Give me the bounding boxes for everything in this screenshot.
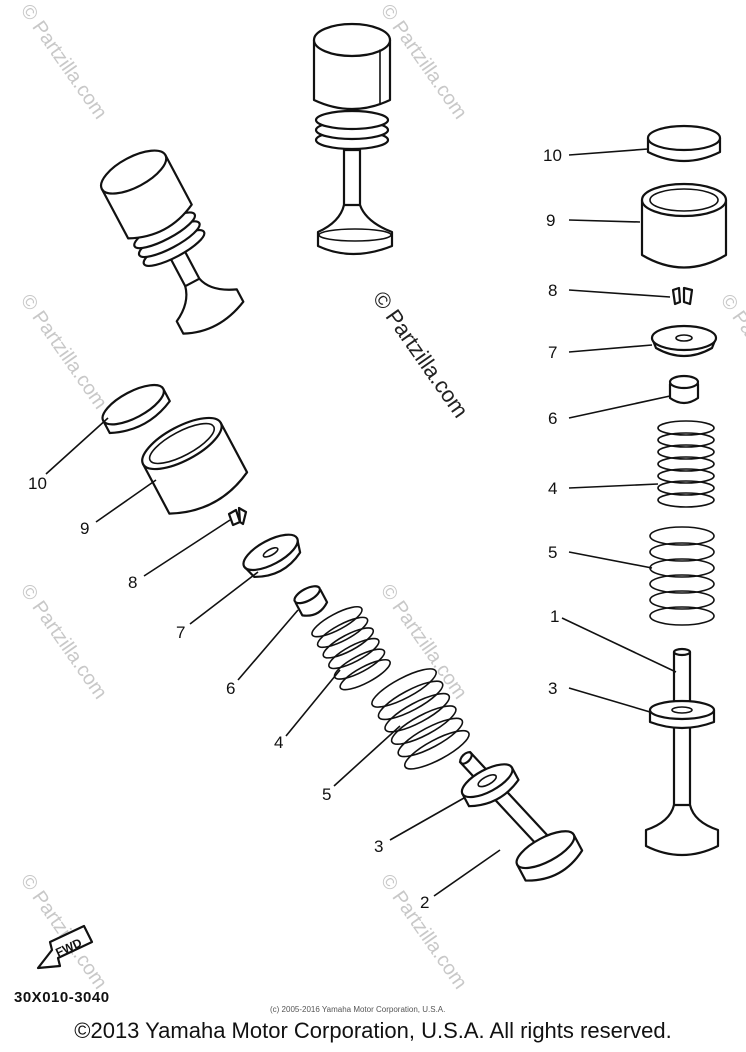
callout-r6: 6 <box>548 409 557 428</box>
cotter-right <box>671 286 694 306</box>
watermark-center: © Partzilla.com <box>368 287 474 423</box>
inner-spring-left <box>311 606 391 691</box>
valve-right <box>644 647 720 856</box>
assembled-valve-top <box>312 22 394 256</box>
callout-r1: 1 <box>550 607 559 626</box>
watermark: © Partzilla.com <box>376 870 471 993</box>
callout-l9: 9 <box>80 519 89 538</box>
callout-l10: 10 <box>28 474 47 493</box>
left-exploded-view <box>101 383 584 882</box>
valve-left <box>458 750 584 882</box>
callout-r9: 9 <box>546 211 555 230</box>
retainer-right <box>650 324 718 358</box>
callout-l2: 2 <box>420 893 429 912</box>
callout-l8: 8 <box>128 573 137 592</box>
right-exploded-view <box>640 124 728 856</box>
cotter-left <box>227 506 248 527</box>
watermark: © Partzilla.com <box>716 290 746 413</box>
callout-r5: 5 <box>548 543 557 562</box>
callout-r8: 8 <box>548 281 557 300</box>
shim-right <box>646 124 722 162</box>
callout-r10: 10 <box>543 146 562 165</box>
assembled-valve-left <box>99 149 245 335</box>
shim-left <box>101 383 171 435</box>
stem-seal-right <box>668 374 700 405</box>
callout-l6: 6 <box>226 679 235 698</box>
callout-r7: 7 <box>548 343 557 362</box>
callout-l4: 4 <box>274 733 283 752</box>
diagram-code: 30X010-3040 <box>14 989 110 1006</box>
callout-r3: 3 <box>548 679 557 698</box>
lifter-left <box>141 416 249 515</box>
watermark: © Partzilla.com <box>16 0 111 123</box>
lifter-right <box>640 182 728 269</box>
stem-seal-left <box>293 585 329 617</box>
callouts: 10 9 8 7 6 4 5 1 3 10 9 8 7 6 4 5 3 2 <box>28 146 562 912</box>
watermark: © Partzilla.com <box>16 290 111 413</box>
retainer-left <box>242 533 302 579</box>
callout-l7: 7 <box>176 623 185 642</box>
footer-copyright: ©2013 Yamaha Motor Corporation, U.S.A. A… <box>74 1018 672 1043</box>
small-copyright: (c) 2005-2016 Yamaha Motor Corporation, … <box>270 1005 445 1014</box>
outer-spring-left <box>371 668 470 770</box>
outer-spring-right <box>649 526 715 626</box>
watermark: © Partzilla.com <box>16 580 111 703</box>
watermark: © Partzilla.com <box>16 870 111 993</box>
callout-r4: 4 <box>548 479 557 498</box>
callout-l3: 3 <box>374 837 383 856</box>
leader-lines <box>45 148 677 897</box>
inner-spring-right <box>657 420 715 508</box>
callout-l5: 5 <box>322 785 331 804</box>
